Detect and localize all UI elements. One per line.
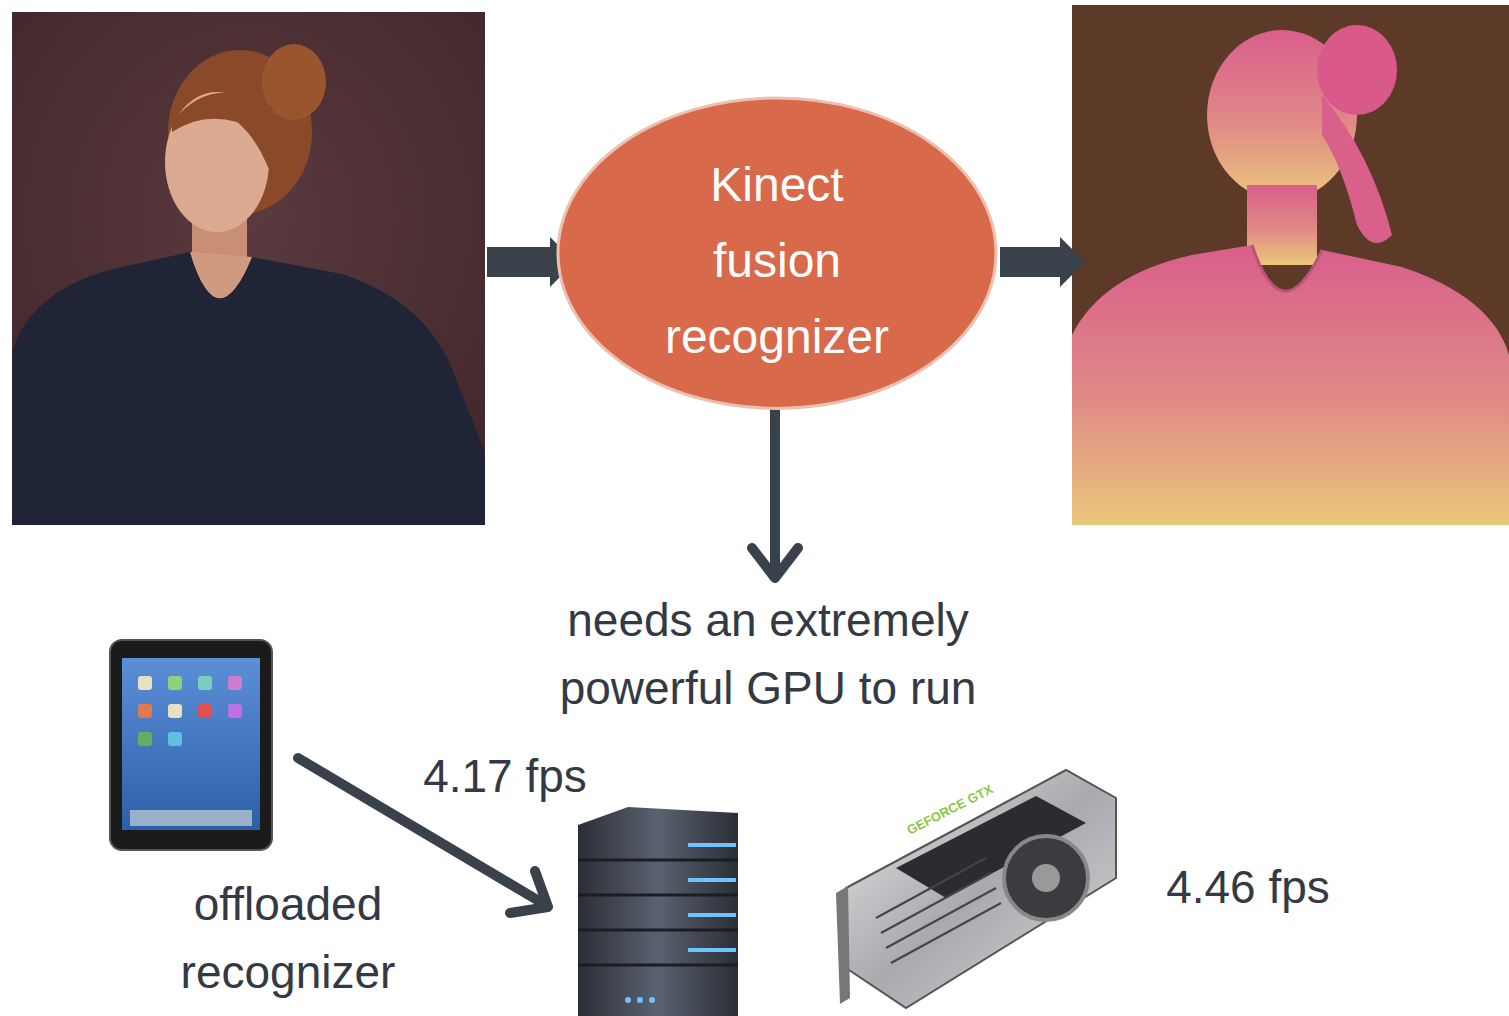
3d-reconstruction bbox=[1072, 5, 1509, 525]
gpu-card bbox=[836, 768, 1122, 1016]
note-text: needs an extremely powerful GPU to run bbox=[478, 586, 1058, 722]
node-label: Kinect fusion recognizer bbox=[646, 147, 908, 375]
flow-arrow bbox=[1000, 237, 1085, 287]
process-ellipse: Kinect fusion recognizer bbox=[555, 95, 999, 411]
rate-label: 4.46 fps bbox=[1138, 853, 1358, 921]
person-photo bbox=[12, 12, 485, 525]
rate-label: 4.17 fps bbox=[395, 742, 615, 810]
server-icon bbox=[568, 805, 748, 1016]
device-label: offloaded recognizer bbox=[138, 870, 438, 1006]
tablet-icon bbox=[108, 638, 274, 852]
